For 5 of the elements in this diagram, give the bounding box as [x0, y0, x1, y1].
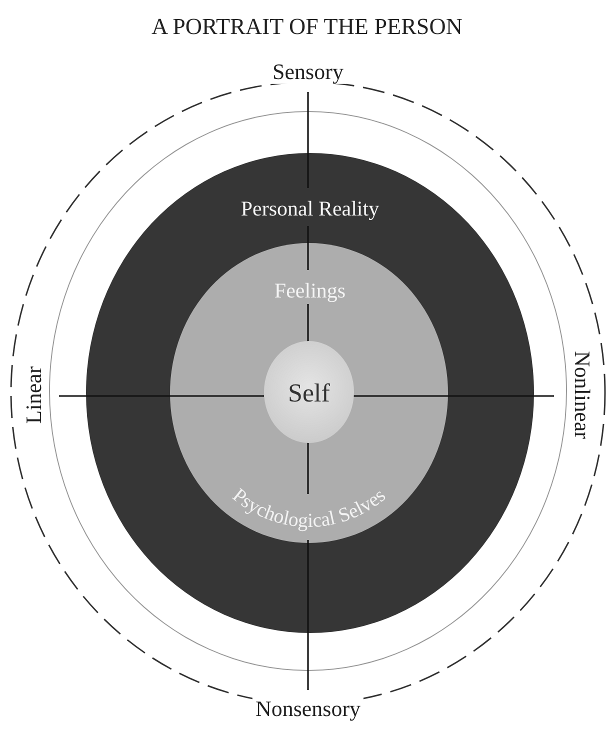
diagram-title: A PORTRAIT OF THE PERSON: [150, 14, 464, 40]
axis-label: Nonsensory: [252, 696, 364, 722]
center-label: Self: [288, 380, 330, 408]
ring-label: Personal Reality: [240, 197, 380, 221]
ring-label: Feelings: [274, 279, 346, 303]
